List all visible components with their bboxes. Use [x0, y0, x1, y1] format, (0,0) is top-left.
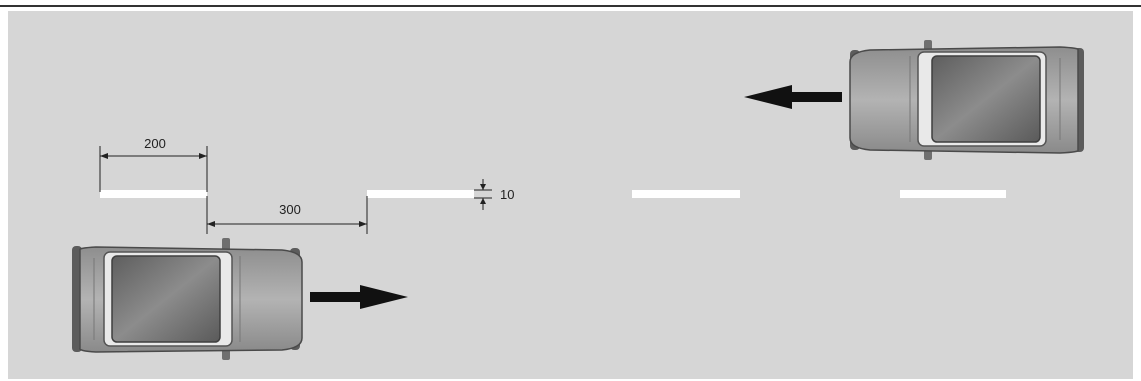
car-eastbound: [72, 238, 303, 360]
line-width-label: 10: [500, 187, 514, 202]
lane-dash: [367, 190, 474, 198]
dimension-gap-length: [206, 196, 368, 234]
car-westbound: [849, 40, 1084, 160]
lane-dash: [632, 190, 740, 198]
arrow-right-icon: [310, 285, 408, 309]
dimension-line-width: [474, 179, 492, 210]
dash-length-label: 200: [144, 136, 166, 151]
lane-dash: [900, 190, 1006, 198]
gap-length-label: 300: [279, 202, 301, 217]
arrow-left-icon: [744, 85, 842, 109]
dimension-dash-length: [99, 146, 208, 192]
lane-dash: [100, 190, 207, 198]
lane-markings: [100, 190, 1006, 198]
